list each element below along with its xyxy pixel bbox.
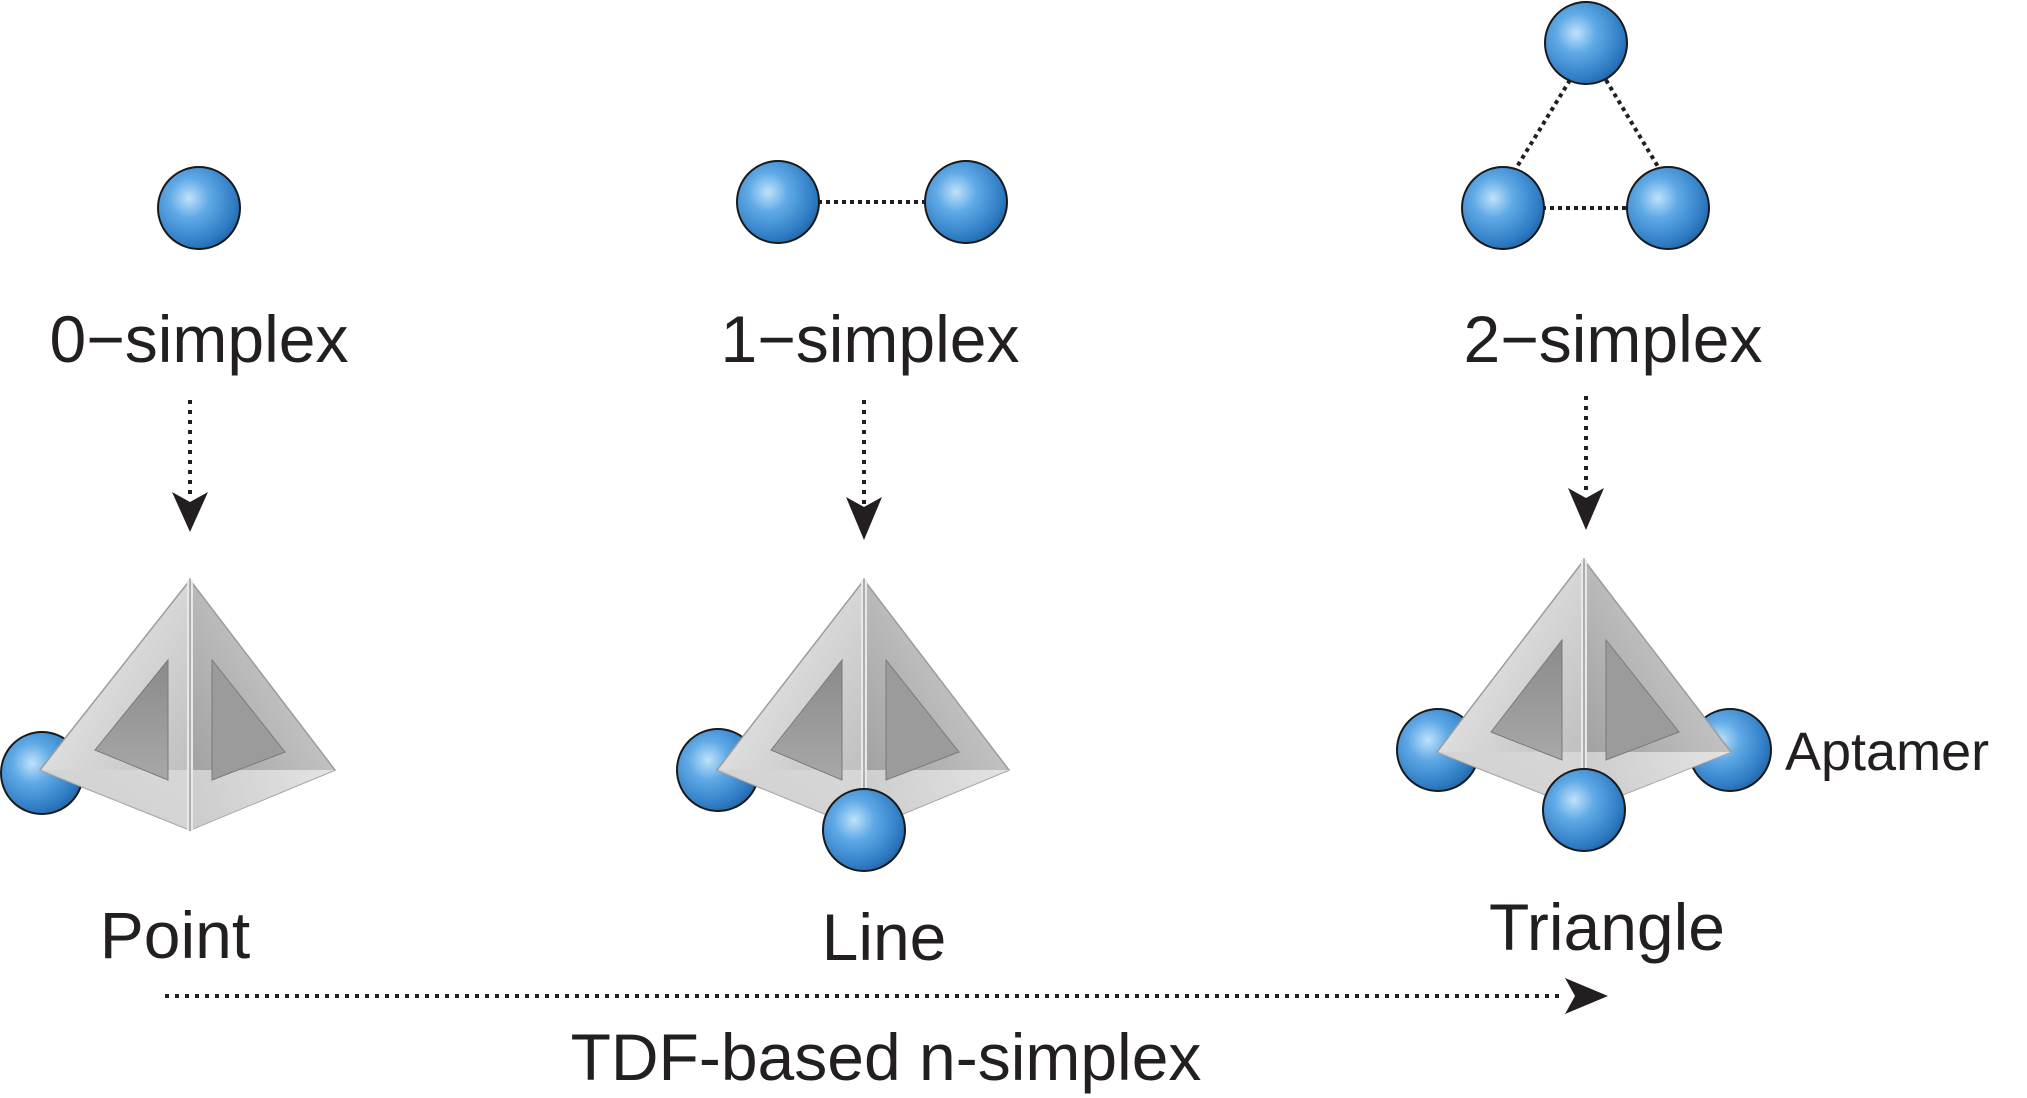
down-arrow [846,400,882,540]
n-simplex-axis: TDF-based n-simplex [165,978,1608,1094]
edge-line [1604,78,1662,172]
simplex-2-shape-label: Triangle [1489,890,1725,964]
simplex-0-vertices [157,166,241,250]
vertex-sphere [1626,166,1710,250]
simplex-1-shape-label: Line [822,900,947,974]
simplex-1-group: 1−simplex Line [676,160,1020,974]
aptamer-label: Aptamer [1785,722,1989,782]
edge-line [1513,78,1572,172]
vertex-sphere [1544,1,1628,85]
simplex-0-shape-label: Point [100,898,250,972]
tetrahedral-dna-framework [38,577,337,832]
down-arrow [1568,396,1604,530]
vertex-sphere [1461,166,1545,250]
simplex-2-label: 2−simplex [1464,302,1763,376]
vertex-sphere [736,160,820,244]
simplex-0-label: 0−simplex [50,302,349,376]
aptamer-sphere [1542,768,1626,852]
tetrahedral-dna-framework [1435,557,1733,812]
axis-arrowhead [1565,978,1608,1014]
simplex-2-vertices [1461,1,1710,250]
simplex-1-label: 1−simplex [721,302,1020,376]
simplex-1-vertices [736,160,1008,244]
simplex-0-group: 0−simplex Point [0,166,349,972]
simplex-2-group: 2−simplex Aptamer Triangle [1396,1,1989,964]
vertex-sphere [157,166,241,250]
aptamer-sphere [822,788,906,872]
down-arrow [172,400,208,532]
axis-label: TDF-based n-simplex [571,1020,1202,1094]
vertex-sphere [924,160,1008,244]
